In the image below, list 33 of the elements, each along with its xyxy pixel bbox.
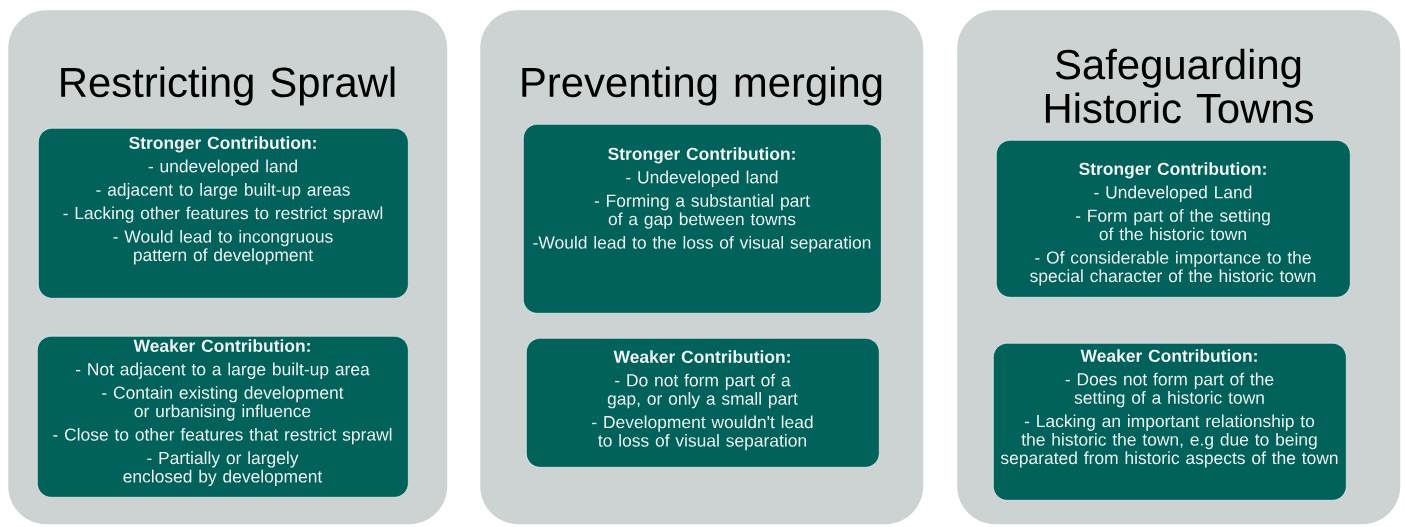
- bullet-item: - Close to other features that restrict sprawl: [53, 427, 392, 445]
- box-heading: Stronger Contribution:: [129, 136, 316, 153]
- bullet-item: - adjacent to large built-up areas: [96, 183, 350, 200]
- bullet-item: - Partially or largely enclosed by development: [123, 451, 323, 487]
- bullet-item: - Would lead to incongruous pattern of development: [113, 229, 333, 265]
- panel-title: Restricting Sprawl: [61, 66, 395, 106]
- panel-title: Safeguarding Historic Towns: [1045, 48, 1313, 124]
- bullet-item: - Development wouldn't lead to loss of visual separation: [592, 415, 813, 451]
- bullet-item: - Not adjacent to a large built-up area: [76, 362, 370, 379]
- bullet-item: - Contain existing development or urbanising influence: [102, 386, 344, 421]
- bullet-item: - Does not form part of the setting of a historic town: [1065, 372, 1274, 408]
- bullet-item: - undeveloped land: [148, 159, 297, 176]
- contribution-box: [993, 343, 1347, 501]
- bullet-item: -Would lead to the loss of visual separation: [533, 235, 871, 253]
- bullet-item: - Do not form part of a gap, or only a small part: [607, 373, 798, 409]
- bullet-item: - Lacking other features to restrict sprawl: [63, 206, 383, 223]
- bullet-item: - Undeveloped land: [626, 170, 778, 187]
- bullet-item: - Undeveloped Land: [1094, 185, 1252, 202]
- contribution-box: [996, 140, 1351, 298]
- box-heading: Weaker Contribution:: [1080, 349, 1257, 362]
- box-heading: Stronger Contribution:: [608, 147, 795, 164]
- contribution-box: [523, 124, 882, 314]
- panel-title: Preventing merging: [522, 66, 882, 106]
- box-heading: Weaker Contribution:: [133, 339, 310, 352]
- contribution-box: [38, 128, 409, 299]
- bullet-item: - Lacking an important relationship to the historic the town, e.g due to being separated from historic aspects of the town: [1000, 414, 1338, 468]
- contribution-box: [526, 338, 880, 468]
- contribution-box: [37, 336, 409, 498]
- bullet-item: - Form part of the setting of the historic town: [1075, 209, 1270, 241]
- box-heading: Stronger Contribution:: [1079, 162, 1266, 179]
- bullet-item: - Forming a substantial part of a gap between towns: [594, 194, 810, 229]
- bullet-item: - Of considerable importance to the special character of the historic town: [1030, 250, 1316, 286]
- box-heading: Weaker Contribution:: [613, 350, 790, 363]
